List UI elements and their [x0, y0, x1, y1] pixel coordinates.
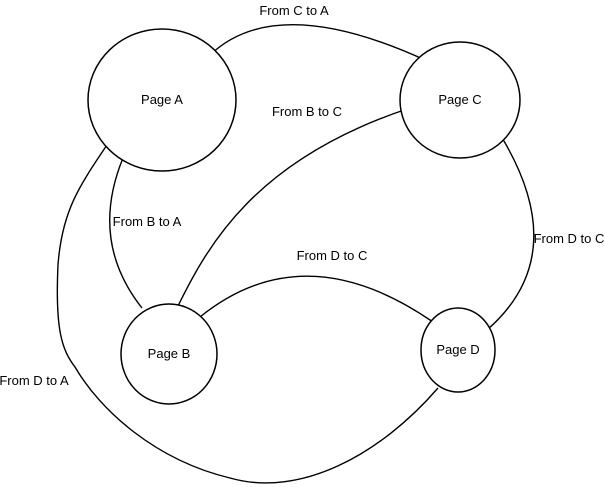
- node-page-c-label: Page C: [438, 92, 481, 107]
- edge-label-from-b-to-c: From B to C: [272, 104, 342, 119]
- node-layer: Page A Page C Page B Page D: [87, 28, 521, 405]
- edge-d-to-a[interactable]: [56, 141, 439, 484]
- edge-label-from-b-to-a: From B to A: [113, 214, 182, 229]
- edge-label-from-c-to-a: From C to A: [259, 3, 329, 18]
- edge-label-from-d-to-a: From D to A: [0, 373, 69, 388]
- node-page-c-circle[interactable]: [399, 41, 521, 159]
- node-page-d[interactable]: Page D: [420, 307, 496, 393]
- node-page-d-label: Page D: [436, 342, 479, 357]
- node-page-a-circle[interactable]: [87, 28, 237, 172]
- edge-layer: [56, 24, 535, 484]
- edge-b-to-a[interactable]: [109, 157, 143, 309]
- edge-c-to-a[interactable]: [209, 24, 426, 61]
- node-page-a[interactable]: Page A: [87, 28, 237, 172]
- node-page-d-circle[interactable]: [420, 307, 496, 393]
- edge-b-to-c[interactable]: [177, 108, 408, 307]
- edge-label-from-d-to-c-middle: From D to C: [297, 248, 368, 263]
- edge-label-layer: From C to A From B to C From B to A From…: [0, 3, 604, 388]
- edge-label-from-d-to-c-right: From D to C: [534, 231, 605, 246]
- node-page-b-circle[interactable]: [120, 303, 218, 405]
- edge-d-to-c-right[interactable]: [486, 135, 535, 331]
- node-page-b-label: Page B: [148, 346, 191, 361]
- node-page-b[interactable]: Page B: [120, 303, 218, 405]
- node-page-c[interactable]: Page C: [399, 41, 521, 159]
- edge-d-to-c-middle[interactable]: [199, 275, 434, 323]
- node-page-a-label: Page A: [141, 92, 183, 107]
